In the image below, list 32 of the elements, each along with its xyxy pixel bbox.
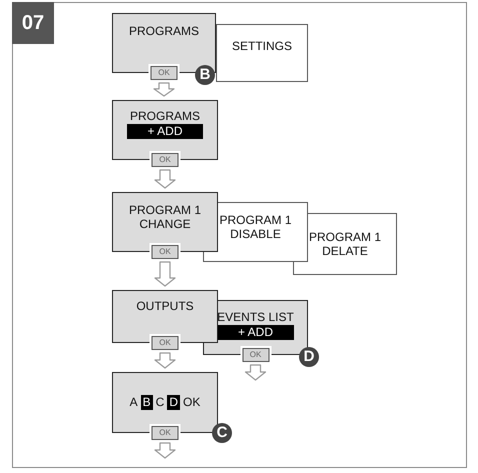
menu-text: PROGRAM 1 CHANGE — [128, 203, 202, 231]
down-arrow — [154, 169, 176, 189]
menu-text: OUTPUTS — [136, 299, 194, 313]
callout-letter: D — [299, 347, 319, 367]
down-arrow — [244, 364, 266, 381]
highlighted-menu-item: + ADD — [127, 124, 203, 139]
highlighted-menu-item: D — [167, 395, 180, 410]
ok-button: OK — [150, 66, 178, 80]
menu-text: PROGRAM 1 DISABLE — [218, 213, 292, 241]
callout-letter: C — [212, 423, 232, 443]
menu-text: EVENTS LIST — [217, 310, 294, 324]
ok-button: OK — [152, 426, 178, 440]
menu-text: PROGRAMS — [130, 109, 200, 123]
menu-card — [216, 24, 308, 82]
ok-button: OK — [152, 336, 178, 350]
down-arrow — [154, 261, 176, 287]
ok-button: OK — [152, 245, 178, 259]
menu-text: PROGRAMS — [128, 24, 199, 38]
menu-text: PROGRAM 1 DELATE — [308, 230, 382, 258]
down-arrow — [154, 442, 176, 459]
ok-button: OK — [152, 153, 178, 167]
down-arrow — [154, 352, 176, 369]
menu-text: C — [156, 395, 164, 409]
menu-text: OK — [183, 395, 200, 409]
highlighted-menu-item: + ADD — [218, 325, 294, 340]
menu-text: A — [130, 395, 138, 409]
menu-text: SETTINGS — [232, 39, 292, 53]
ok-button: OK — [242, 348, 269, 362]
highlighted-menu-item: B — [140, 395, 153, 410]
callout-letter: B — [195, 65, 215, 85]
step-number: 07 — [12, 2, 54, 44]
down-arrow — [153, 82, 175, 97]
